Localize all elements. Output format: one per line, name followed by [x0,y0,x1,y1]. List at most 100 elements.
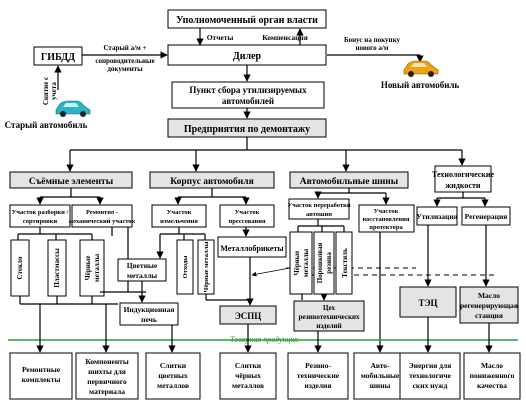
old-car-docs-line-1: Старый а/м + [103,44,146,52]
tread-line-1: Участок [374,208,399,215]
product-8-line-2: пониженного [470,371,515,380]
collection-point-line-2: автомобилей [222,96,274,106]
nonferrous-line-1: Цветные [127,261,158,270]
product-7-line-1: Энергия для [409,361,452,370]
product-nonferrous-ingots-box [145,352,201,400]
gibdd-label: ГИБДД [41,52,75,63]
induction-line-1: Индукционная [124,305,175,314]
product-rubber-goods-box [287,352,349,400]
product-2-line-2: шихты для [88,367,126,376]
dismantling-label: Предприятия по демонтажу [184,124,310,135]
product-8-line-3: качества [477,381,507,390]
product-2-line-1: Компоненты [85,357,129,366]
product-4-line-1: Слитки [235,361,262,370]
product-4-line-3: металлов [232,381,264,390]
reports-label: Отчеты [207,33,234,42]
product-5-line-2: технические [297,371,340,380]
body-label: Корпус автомобиля [170,176,254,187]
tread-section-box [358,204,415,233]
repair-line-1: Ремонтно - [86,209,118,216]
rti-shop-box [293,300,365,332]
product-6-line-1: Авто- [370,361,390,370]
collection-point-box [171,81,325,109]
pressing-line-2: прессования [229,218,266,225]
product-6-line-2: мобильные [361,371,400,380]
authority-box [167,9,327,29]
nonferrous-line-2: металлы [127,271,157,280]
product-8-line-1: Масло [481,361,503,370]
product-charge-components-box [75,352,139,400]
black-metals-1-line-2: металлы [93,253,101,282]
rti-line-2: резинотехнических [298,313,360,321]
induction-furnace-box [119,302,179,326]
bonus-line-2: нового а/м [355,44,388,52]
product-3-line-3: металлов [157,381,189,390]
collection-point-line-1: Пункт сбора утилизируемых [189,85,307,95]
rti-line-1: Цех [323,304,335,312]
product-repair-kits-box [9,352,73,400]
dashed-arrow-to-espc [251,267,291,277]
new-car-icon [403,60,439,77]
oil-regen-line-1: Масло [478,291,500,300]
black-metals-1-box [79,239,105,297]
scrap-label: Отходы [182,256,189,279]
textile-label: Текстиль [341,248,349,278]
product-4-line-2: чёрных [235,371,261,380]
metal-briquettes-label: Металлобрикеты [220,244,284,253]
product-3-line-2: цветных [158,371,188,380]
compensation-label: Компенсация [262,33,308,42]
product-tires-box [353,352,407,400]
powder-rubber-line-1: Порошковая [316,243,324,284]
tire-processing-line-1: Участок переработки [287,202,351,209]
pressing-section-box [219,204,275,228]
induction-line-2: печь [141,315,157,324]
product-5-line-3: изделия [305,381,332,390]
pressing-line-1: Участок [235,209,260,216]
fragmentation-line-1: Участок [167,209,192,216]
oil-regen-line-2: регенерирующая [460,301,518,310]
old-car-label: Старый автомобиль [5,120,88,130]
plastics-label: Пластмассы [53,248,61,288]
product-ferrous-ingots-box [219,352,277,400]
sorting-line-1: Участок разборки / [12,209,69,216]
product-energy-box [399,352,461,400]
new-car-label: Новый автомобиль [381,80,460,90]
product-2-line-3: первичного [87,377,127,386]
product-6-line-3: шины [370,381,391,390]
tire-processing-line-2: автошин [306,211,332,218]
authority-label: Уполномоченный орган власти [176,15,318,26]
tires-label: Автомобильные шины [300,176,399,187]
tread-line-2: восстановления [363,216,410,223]
dealer-label: Дилер [233,51,262,62]
product-2-line-4: материала [89,387,125,396]
tread-line-3: протектора [369,224,403,231]
black-metals-1-line-1: Чёрные [84,256,92,281]
fluids-box [434,165,492,193]
product-5-line-1: Резино- [305,361,331,370]
scrap-box [176,239,194,295]
espc-label: ЭСПЦ [235,311,262,321]
regeneration-label: Регенерация [465,212,508,221]
glass-label: Стекло [16,256,24,279]
bonus-line-1: Бонус на покупку [344,36,401,44]
product-3-line-1: Слитки [160,361,187,370]
product-1-line-1: Ремонтные [22,365,61,374]
oil-regen-line-3: станция [475,311,503,320]
product-1-line-2: комплекты [22,375,61,384]
deregistration-line-1: Снятие с [42,77,50,105]
product-7-line-2: технологиче [409,371,451,380]
repair-line-2: механический участок [69,218,136,225]
removable-label: Съёмные элементы [29,177,114,187]
black-metals-3-box [289,231,313,295]
product-7-line-3: ских нужд [413,381,448,390]
product-low-quality-oil-box [463,352,521,400]
fluids-line-2: жидкости [445,181,480,190]
deregistration-line-2: учета [50,82,58,100]
old-car-docs-line-2: сопроводительные [95,57,154,65]
commodity-label: Товарная продукция [230,335,298,344]
powder-rubber-line-2: резина [325,252,333,274]
tec-box [399,286,457,318]
utilization-section-box [416,206,458,226]
